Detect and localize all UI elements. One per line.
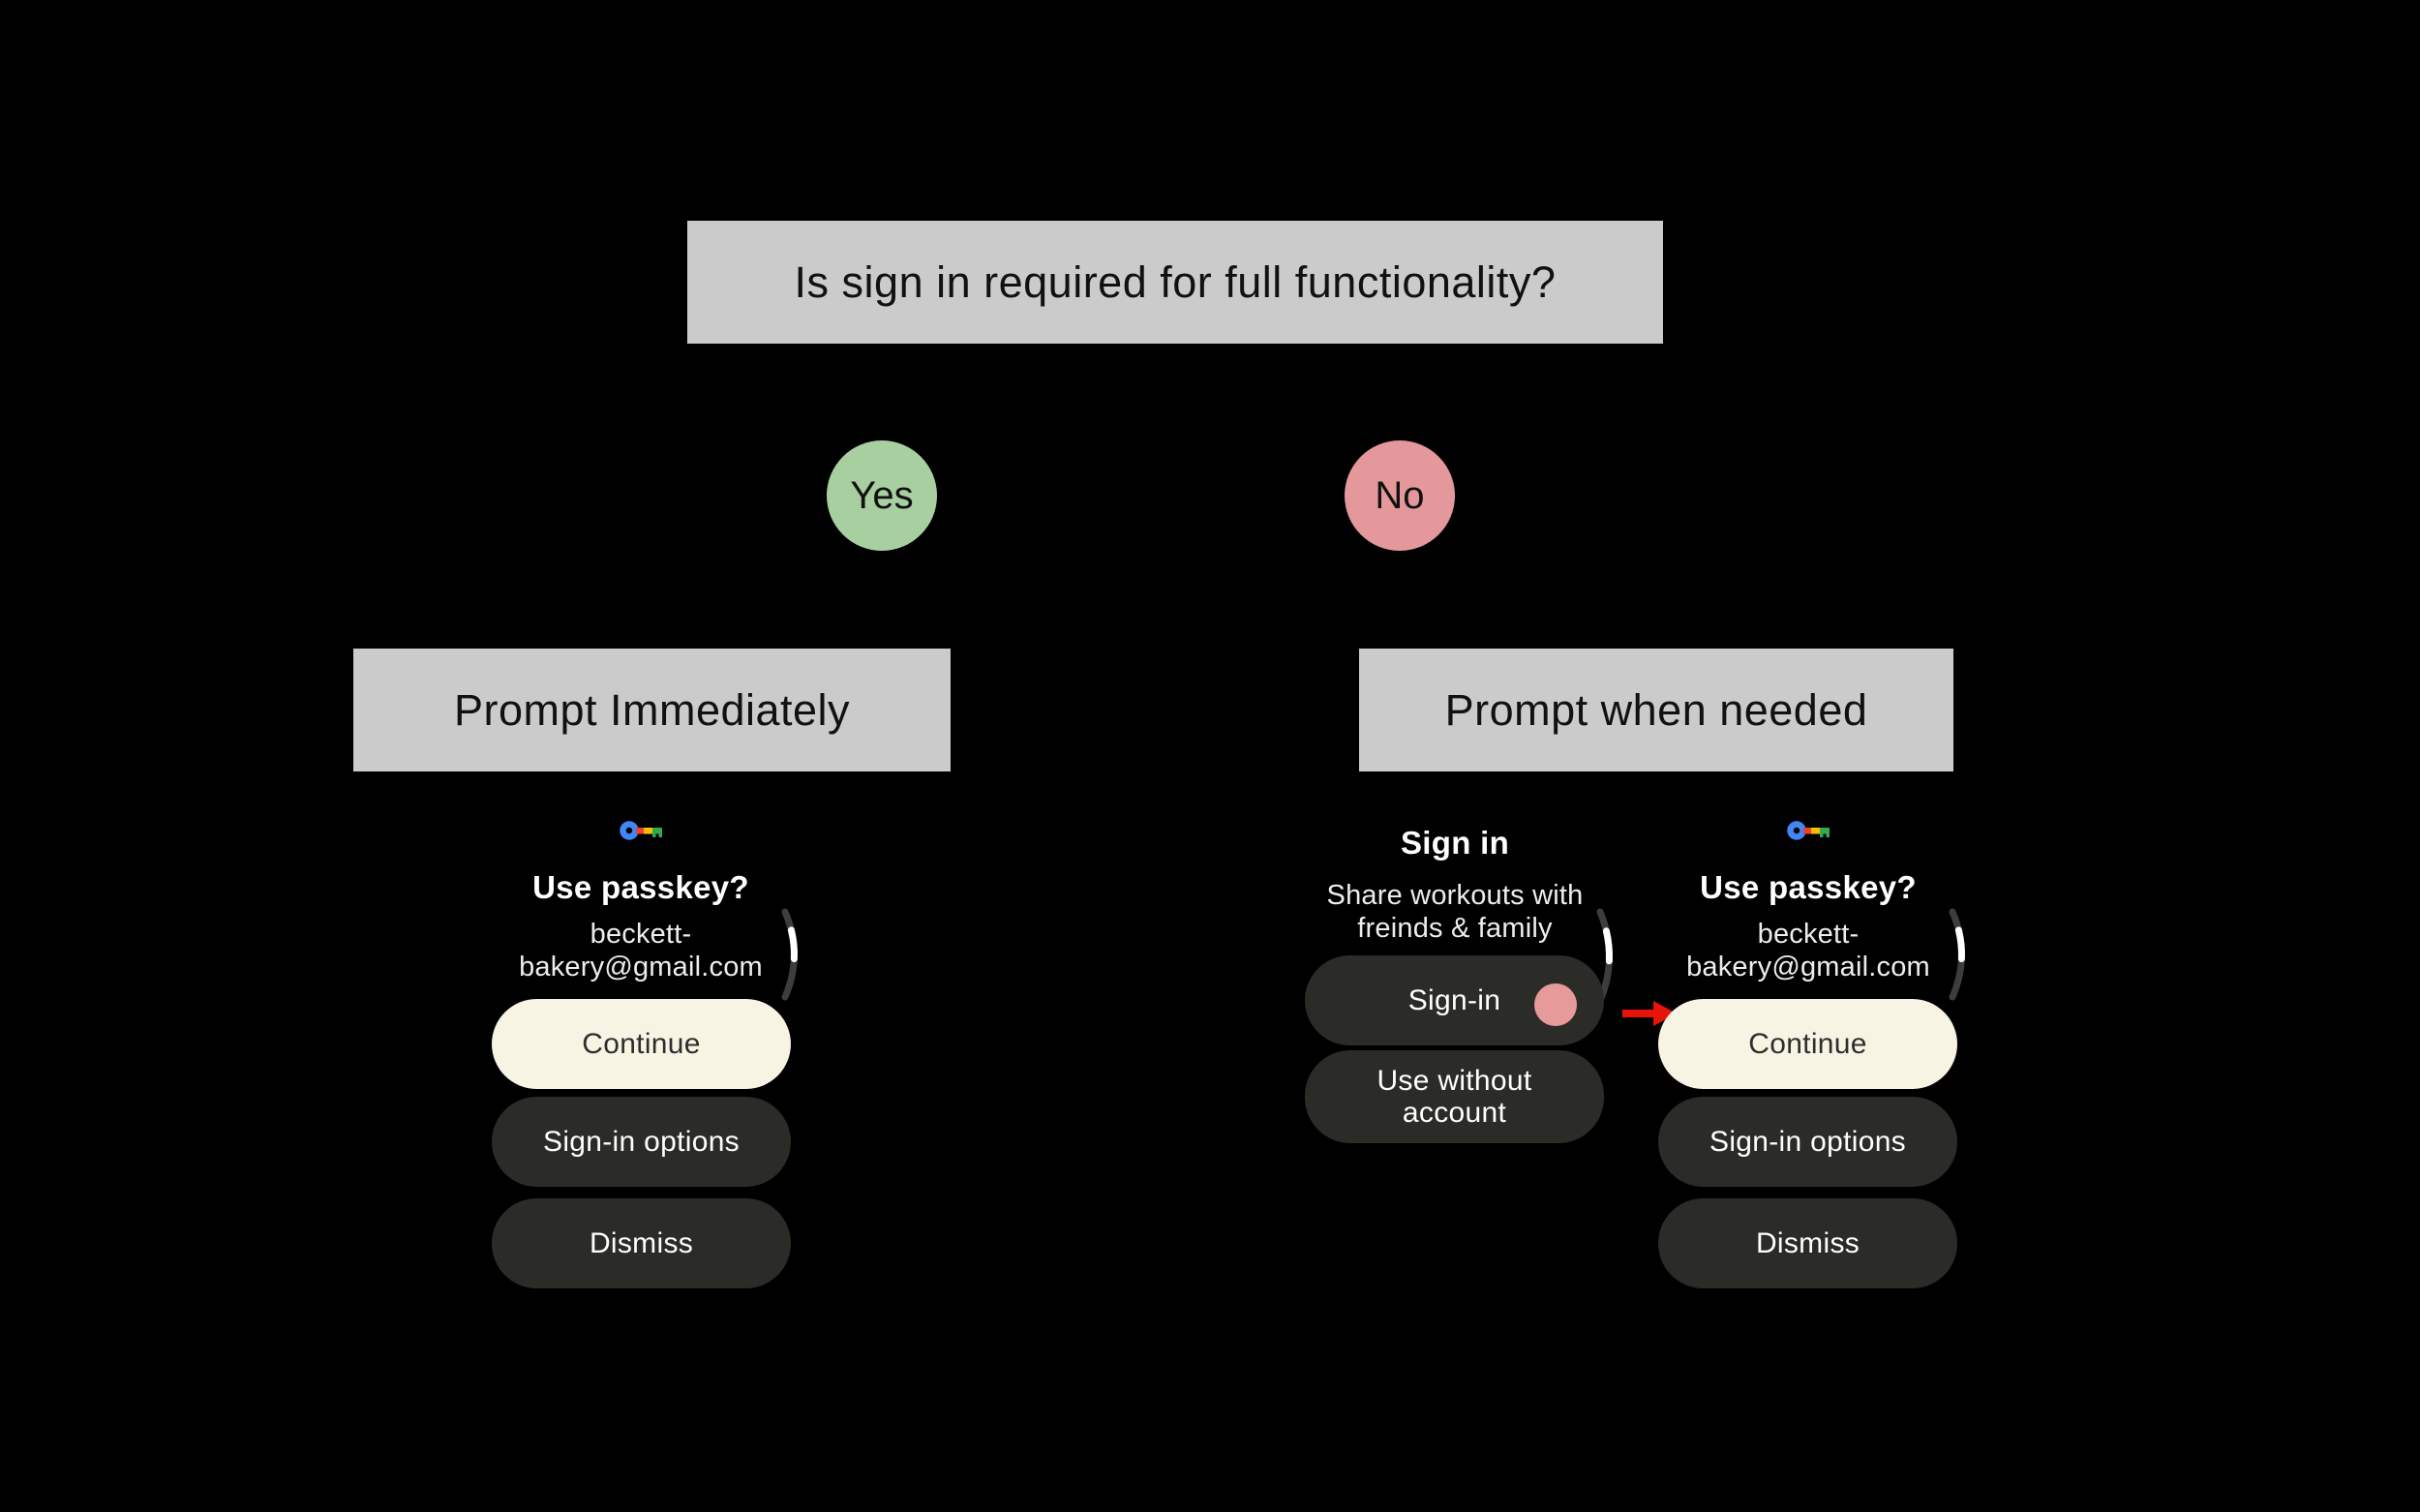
- passkey-title: Use passkey?: [532, 869, 749, 905]
- dismiss-button[interactable]: Dismiss: [492, 1198, 791, 1288]
- account-email-line1: beckett-: [590, 919, 692, 950]
- no-circle: No: [1345, 440, 1455, 551]
- yes-circle: Yes: [827, 440, 937, 551]
- touch-indicator: [1534, 983, 1577, 1026]
- prompt-when-needed-box: Prompt when needed: [1359, 649, 1953, 771]
- yes-label: Yes: [850, 473, 914, 517]
- use-without-account-button[interactable]: Use without account: [1305, 1050, 1604, 1143]
- no-label: No: [1375, 473, 1425, 517]
- continue-button[interactable]: Continue: [1658, 999, 1957, 1089]
- scroll-indicator[interactable]: [1593, 908, 1622, 1005]
- scroll-indicator[interactable]: [1946, 908, 1975, 1001]
- signin-button[interactable]: Sign-in: [1305, 955, 1604, 1045]
- account-email: beckett- bakery@gmail.com: [496, 918, 786, 983]
- signin-options-button[interactable]: Sign-in options: [492, 1097, 791, 1187]
- passkey-title: Use passkey?: [1700, 869, 1917, 905]
- question-box: Is sign in required for full functionali…: [687, 221, 1663, 344]
- account-email-line2: bakery@gmail.com: [1686, 952, 1930, 983]
- passkey-key-icon: [620, 821, 662, 840]
- dismiss-label: Dismiss: [589, 1226, 694, 1259]
- dismiss-button[interactable]: Dismiss: [1658, 1198, 1957, 1288]
- scroll-indicator[interactable]: [778, 908, 807, 1001]
- signin-button-label: Sign-in: [1407, 983, 1501, 1016]
- question-text: Is sign in required for full functionali…: [794, 257, 1557, 307]
- account-email-line1: beckett-: [1757, 919, 1860, 950]
- use-without-line1: Use without: [1376, 1065, 1532, 1097]
- account-email-line2: bakery@gmail.com: [519, 952, 763, 983]
- use-without-line2: account: [1402, 1097, 1507, 1129]
- signin-title: Sign in: [1400, 825, 1510, 861]
- signin-options-label: Sign-in options: [543, 1125, 740, 1158]
- continue-button[interactable]: Continue: [492, 999, 791, 1089]
- continue-label: Continue: [582, 1027, 701, 1060]
- signin-options-button[interactable]: Sign-in options: [1658, 1097, 1957, 1187]
- account-email: beckett- bakery@gmail.com: [1663, 918, 1953, 983]
- continue-label: Continue: [1748, 1027, 1867, 1060]
- signin-options-label: Sign-in options: [1709, 1125, 1906, 1158]
- prompt-when-needed-text: Prompt when needed: [1444, 684, 1868, 735]
- prompt-immediately-text: Prompt Immediately: [453, 684, 851, 735]
- prompt-immediately-box: Prompt Immediately: [353, 649, 951, 771]
- dismiss-label: Dismiss: [1755, 1226, 1860, 1259]
- signin-subtitle: Share workouts with freinds & family: [1297, 879, 1613, 945]
- passkey-key-icon: [1787, 821, 1830, 840]
- signin-subtitle-line1: Share workouts with: [1326, 880, 1584, 911]
- signin-subtitle-line2: freinds & family: [1357, 913, 1553, 944]
